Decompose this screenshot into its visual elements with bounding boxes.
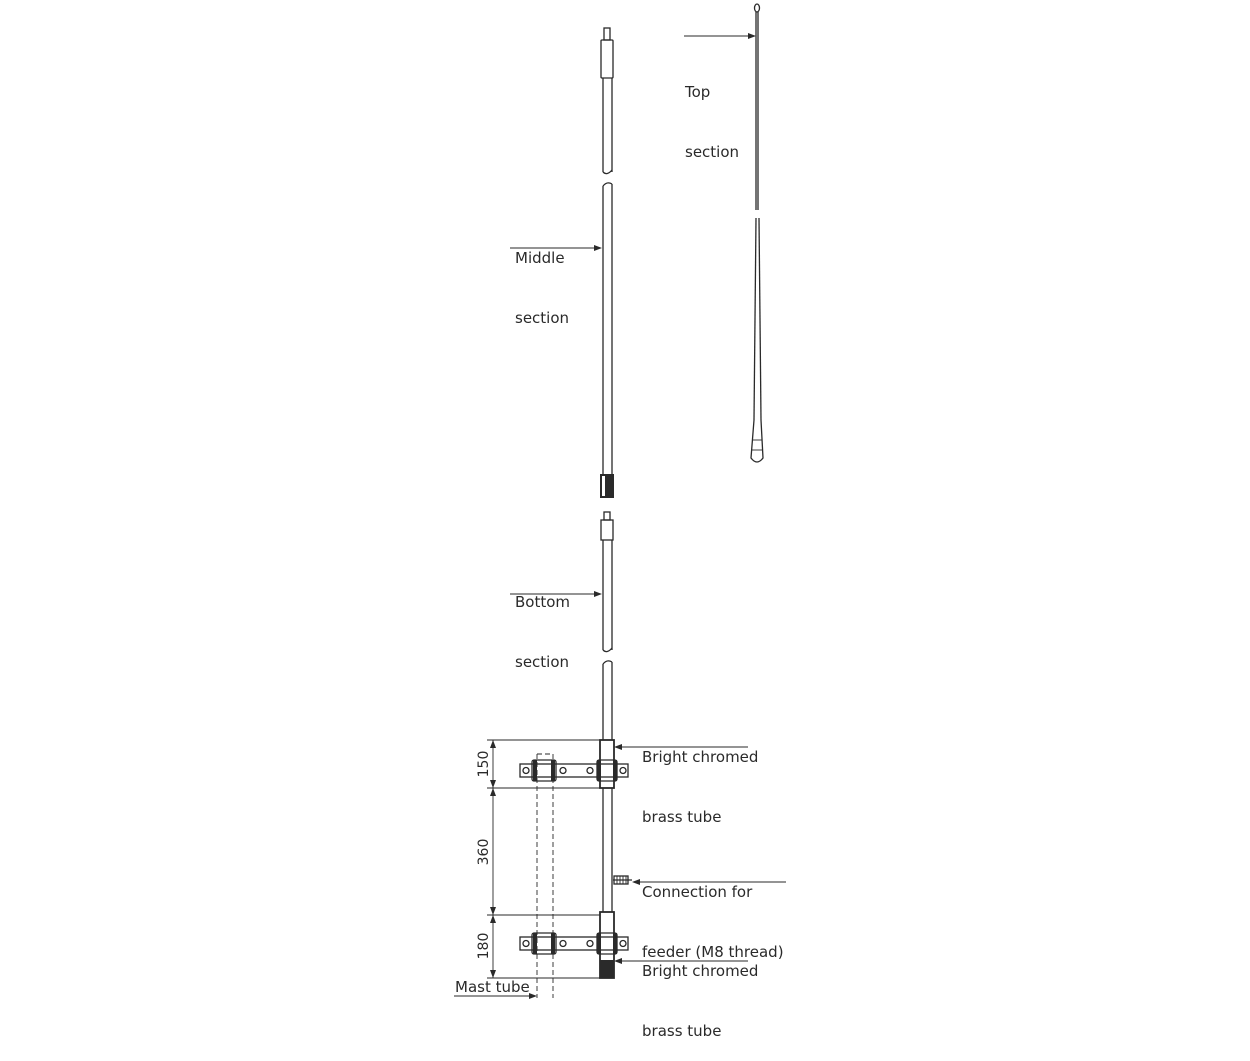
brass-tube-upper-label: Bright chromed brass tube: [642, 707, 758, 847]
bottom-section-label: Bottom section: [515, 552, 570, 692]
brass-tube-lower-label-line2: brass tube: [642, 1022, 722, 1040]
brass-tube-upper-label-line2: brass tube: [642, 808, 722, 826]
leader-lines: [454, 33, 786, 999]
middle-section: [600, 27, 614, 498]
dimension-lines: [487, 739, 600, 979]
mast-tube-label: Mast tube: [455, 978, 530, 996]
bottom-section-label-line1: Bottom: [515, 593, 571, 611]
middle-section-label-line2: section: [515, 309, 570, 327]
antenna-assembly-diagram: 150 360 180 Top section Middle section B…: [454, 3, 786, 1040]
lower-clamp: [519, 932, 629, 955]
feeder-connection-label-line2: feeder (M8 thread): [642, 943, 784, 961]
base-section: [599, 660, 632, 979]
brass-tube-lower-label-line1: Bright chromed: [642, 962, 759, 980]
dimension-150: 150: [476, 751, 492, 778]
dimension-360: 360: [476, 839, 492, 866]
brass-tube-lower-label: Bright chromed brass tube: [642, 921, 758, 1061]
brass-tube-upper-label-line1: Bright chromed: [642, 748, 759, 766]
upper-clamp: [519, 759, 629, 782]
feeder-connection-label: Connection for feeder (M8 thread): [642, 842, 784, 982]
bottom-section-label-line2: section: [515, 653, 570, 671]
mast-tube: [536, 753, 554, 998]
bottom-section: [600, 511, 614, 653]
feeder-connection-label-line1: Connection for: [642, 883, 753, 901]
dimension-180: 180: [476, 933, 492, 960]
top-section-whip: [750, 3, 764, 463]
middle-section-label: Middle section: [515, 208, 569, 348]
middle-section-label-line1: Middle: [515, 249, 565, 267]
top-section-label-line1: Top: [685, 83, 711, 101]
top-section-label: Top section: [685, 42, 739, 182]
top-section-label-line2: section: [685, 143, 740, 161]
antenna-drawing: 150 360 180: [454, 3, 786, 999]
